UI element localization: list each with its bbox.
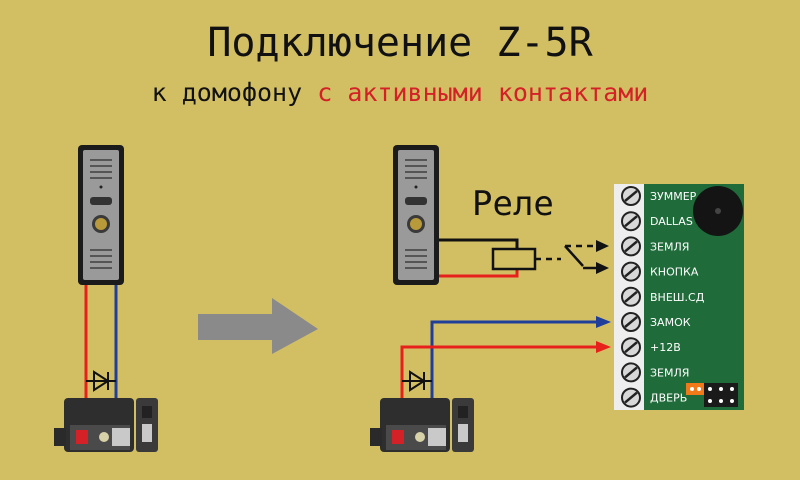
terminal-9: ДВЕРЬ: [621, 387, 687, 408]
diode-icon: [409, 370, 426, 392]
electromechanical-lock-left: [54, 398, 158, 452]
terminal-7: +12В: [621, 337, 681, 358]
relay-label: Реле: [472, 184, 554, 224]
page-subtitle: к домофону с активными контактами: [0, 78, 800, 107]
terminal-label: ВНЕШ.СД: [650, 291, 705, 304]
terminal-8: ЗЕМЛЯ: [621, 362, 689, 383]
intercom-panel-right: [393, 145, 439, 285]
terminal-label: +12В: [650, 341, 681, 354]
terminal-3: ЗЕМЛЯ: [621, 236, 689, 257]
intercom-panel-left: [78, 145, 124, 285]
wires-left: [84, 285, 118, 400]
terminal-6: ЗАМОК: [621, 312, 691, 332]
terminal-2: DALLAS: [621, 211, 693, 232]
relay-coil: [491, 247, 537, 271]
terminal-label: ЗУММЕР: [650, 190, 697, 203]
terminal-label: КНОПКА: [650, 266, 699, 279]
jumper-icon: [686, 383, 738, 407]
terminal-label: DALLAS: [650, 215, 693, 228]
controller-board: ЗУММЕР DALLAS ЗЕМЛЯ КНОПКА ВНЕШ.СД ЗАМОК +12В З…: [614, 184, 744, 410]
subtitle-prefix: к домофону: [151, 78, 318, 107]
relay: Реле: [439, 184, 609, 278]
diode-icon: [93, 370, 110, 392]
terminal-5: ВНЕШ.СД: [621, 286, 705, 307]
terminal-label: ЗЕМЛЯ: [650, 240, 689, 253]
terminal-4: КНОПКА: [621, 261, 699, 282]
subtitle-accent: с активными контактами: [317, 78, 649, 107]
terminal-label: ДВЕРЬ: [650, 392, 687, 405]
arrow-right-icon: [198, 298, 318, 354]
terminal-1: ЗУММЕР: [621, 186, 697, 206]
electromechanical-lock-right: [370, 398, 474, 452]
page-title: Подключение Z-5R: [207, 20, 593, 66]
terminal-label: ЗАМОК: [650, 316, 691, 329]
wires-right: [400, 316, 611, 400]
terminal-label: ЗЕМЛЯ: [650, 366, 689, 379]
